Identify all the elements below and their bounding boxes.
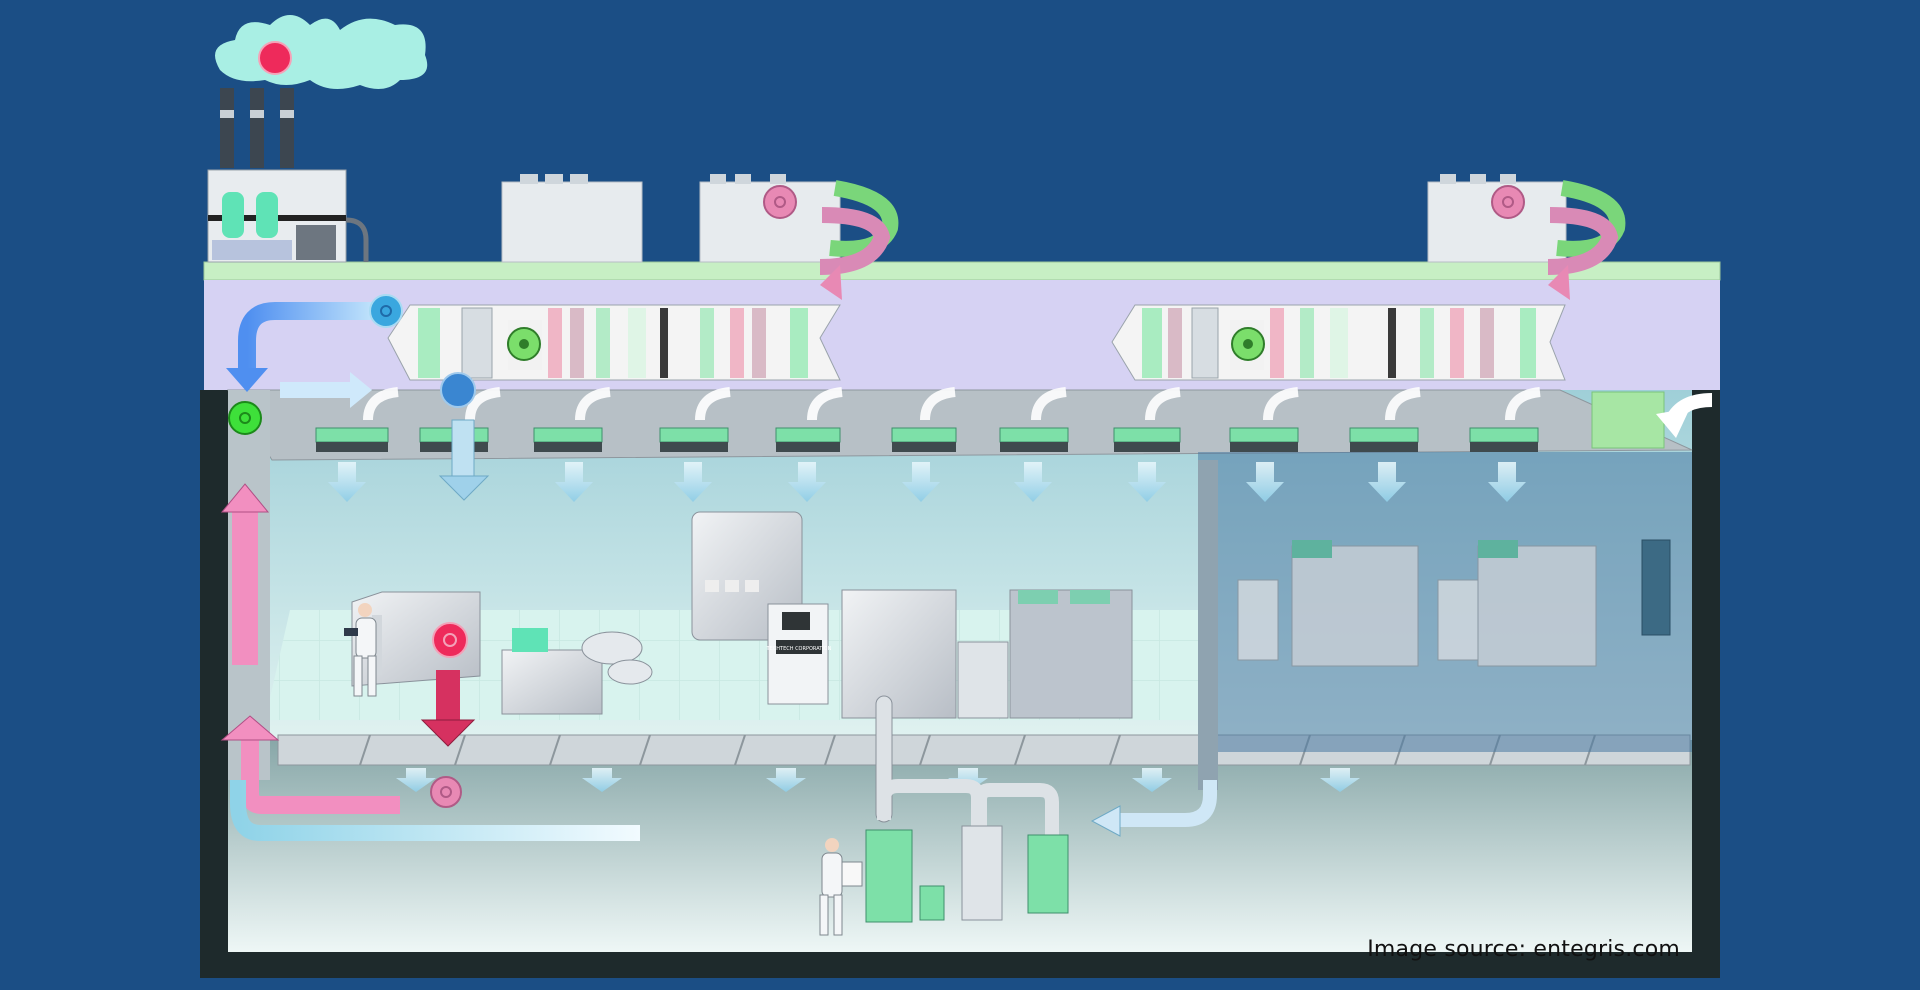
smokestack-icon	[207, 15, 428, 263]
air-handling-unit-left	[387, 304, 841, 381]
worker-icon	[819, 838, 863, 936]
marker-dot-icon	[432, 622, 468, 658]
outside-air-grille	[1591, 391, 1665, 449]
return-air-blue	[230, 780, 640, 841]
lithography-tool: TECHTECH CORPORATION	[691, 511, 832, 705]
subfab-equipment	[865, 695, 1069, 923]
image-source-caption: Image source: entegris.com	[1367, 937, 1680, 962]
marker-dot-icon	[430, 776, 462, 808]
process-tool-chamber	[351, 591, 481, 687]
air-arrow-icon	[363, 387, 1541, 421]
process-tool-cluster	[501, 628, 653, 715]
return-air-right	[1090, 780, 1217, 837]
marker-dot-icon	[763, 185, 797, 219]
contaminant-arrow	[420, 622, 476, 747]
air-handling-unit-right	[1111, 304, 1566, 381]
supply-duct-drop	[438, 372, 490, 501]
metrology-tools-right	[1237, 540, 1597, 667]
roof-strip	[203, 261, 1721, 281]
worker-icon	[344, 603, 377, 697]
wall-panel	[1641, 539, 1671, 636]
supply-air-arrow	[226, 294, 403, 435]
return-air-arrow	[220, 483, 462, 814]
downflow-arrows	[328, 462, 1526, 792]
cycle-arrow-icon	[1491, 180, 1626, 300]
rooftop-units	[501, 174, 1567, 263]
divider-column	[1198, 460, 1218, 790]
equipment-brand: TECHTECH CORPORATION	[766, 646, 832, 652]
marker-dot-icon	[440, 372, 476, 408]
marker-dot-icon	[258, 41, 292, 75]
marker-dot-icon	[228, 401, 262, 435]
marker-dot-icon	[369, 294, 403, 328]
wet-bench	[841, 589, 1133, 719]
cycle-arrow-icon	[763, 180, 899, 300]
marker-dot-icon	[1491, 185, 1525, 219]
